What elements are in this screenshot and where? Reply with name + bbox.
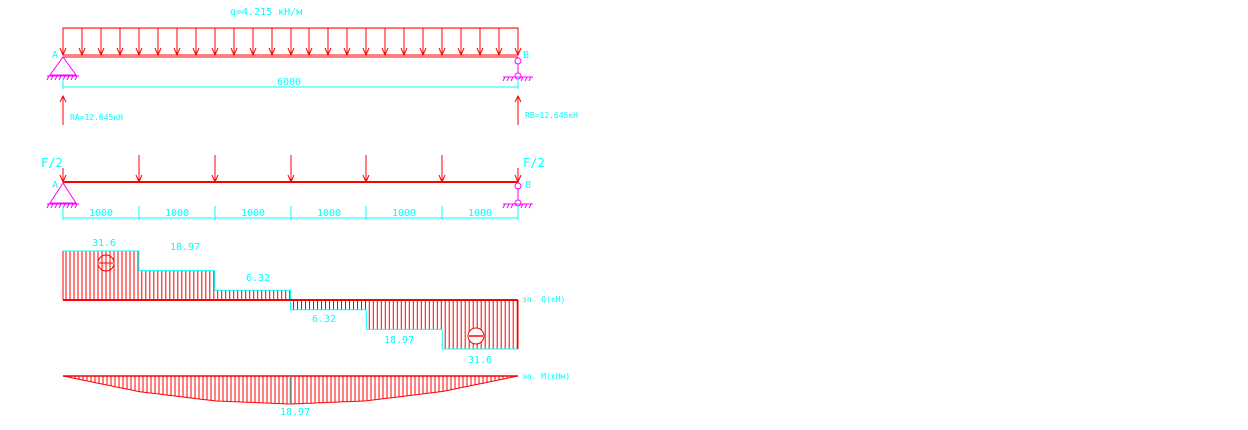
point-load-arrow [135, 155, 143, 184]
load-left-label: F/2 [41, 156, 63, 170]
shear-value-label: 18.97 [384, 335, 414, 346]
udl-arrow [192, 28, 200, 57]
support-b-2-label: B [525, 180, 531, 191]
udl-arrow [230, 28, 238, 57]
point-load-arrow [438, 155, 446, 184]
reaction-b-label: RB=12.645кН [525, 111, 578, 120]
udl-arrow [249, 28, 257, 57]
udl-arrow [135, 28, 143, 57]
segment-label: 1000 [241, 208, 265, 219]
udl-arrow [97, 28, 105, 57]
udl-arrow [381, 28, 389, 57]
moment-curve [62, 375, 519, 405]
moment-diagram-label: эп. M(кНм) [522, 372, 570, 381]
support-b-label: B [523, 50, 529, 61]
pin-support-a [46, 56, 79, 81]
shear-outline [62, 250, 519, 350]
point-load-arrow [59, 168, 67, 184]
udl-load-label: q=4.215 кН/м [230, 7, 302, 18]
udl-arrow [173, 28, 181, 57]
span-dimension-label: 6000 [277, 77, 301, 88]
udl-arrow [78, 28, 86, 57]
udl-arrow [268, 28, 276, 57]
beam-2-point-loads: F/2 F/2 A B 1000 1000 1000 1000 1000 100… [41, 155, 545, 220]
arrow-head [362, 174, 370, 184]
udl-arrow [211, 28, 219, 57]
shear-force-diagram: 31.6 18.97 6.32 6.32 18.97 31.6 эп. Q(кН… [62, 238, 565, 366]
roller-support-b-2 [502, 182, 533, 209]
shear-value-label: 6.32 [246, 273, 270, 284]
plus-sign-icon [97, 254, 115, 272]
beam-1-udl: q=4.215 кН/м A B 6000 [46, 7, 578, 125]
minus-sign-icon [467, 327, 485, 345]
segment-label: 1000 [89, 208, 113, 219]
segment-label: 1000 [165, 208, 189, 219]
udl-arrow [476, 28, 484, 57]
arrow-head [514, 174, 522, 184]
udl-arrow [419, 28, 427, 57]
udl-arrows [59, 28, 522, 57]
udl-arrow [287, 28, 295, 57]
arrow-head [438, 174, 446, 184]
moment-max-label: 18.97 [280, 407, 310, 418]
arrow-head [211, 174, 219, 184]
udl-arrow [324, 28, 332, 57]
udl-arrow [438, 28, 446, 57]
point-loads [59, 155, 522, 184]
pin-support-a-2 [46, 182, 79, 209]
udl-arrow [59, 28, 67, 57]
udl-arrow [343, 28, 351, 57]
udl-arrow [362, 28, 370, 57]
reaction-a-label: RA=12.645кН [70, 113, 123, 122]
bending-moment-diagram: 18.97 эп. M(кНм) [62, 372, 570, 418]
point-load-arrow [287, 155, 295, 184]
udl-arrow [400, 28, 408, 57]
span-dimension: 6000 [62, 77, 519, 89]
udl-arrow [495, 28, 503, 57]
support-a-2-label: A [52, 180, 58, 191]
shear-diagram-label: эп. Q(кН) [522, 295, 565, 304]
reaction-arrow-a [59, 94, 67, 125]
point-load-arrow [514, 168, 522, 184]
segment-label: 1000 [317, 208, 341, 219]
load-right-label: F/2 [523, 156, 545, 170]
udl-arrow [154, 28, 162, 57]
roller-support-b [502, 57, 533, 82]
udl-arrow [116, 28, 124, 57]
shear-value-label: 18.97 [170, 242, 200, 253]
support-a-label: A [52, 50, 58, 61]
shear-hatching [65, 251, 518, 349]
arrow-head [59, 174, 67, 184]
point-load-arrow [362, 155, 370, 184]
udl-arrow [305, 28, 313, 57]
segment-label: 1000 [392, 208, 416, 219]
reaction-arrow-b [514, 94, 522, 125]
segment-label: 1000 [468, 208, 492, 219]
shear-value-label: 6.32 [312, 314, 336, 325]
arrow-head [287, 174, 295, 184]
udl-arrow [514, 28, 522, 57]
segment-dimensions: 1000 1000 1000 1000 1000 1000 [62, 206, 519, 220]
point-load-arrow [211, 155, 219, 184]
udl-arrow [457, 28, 465, 57]
arrow-head [135, 174, 143, 184]
moment-hatching [66, 376, 516, 404]
shear-value-label: 31.6 [468, 355, 492, 366]
shear-value-label: 31.6 [92, 238, 116, 249]
